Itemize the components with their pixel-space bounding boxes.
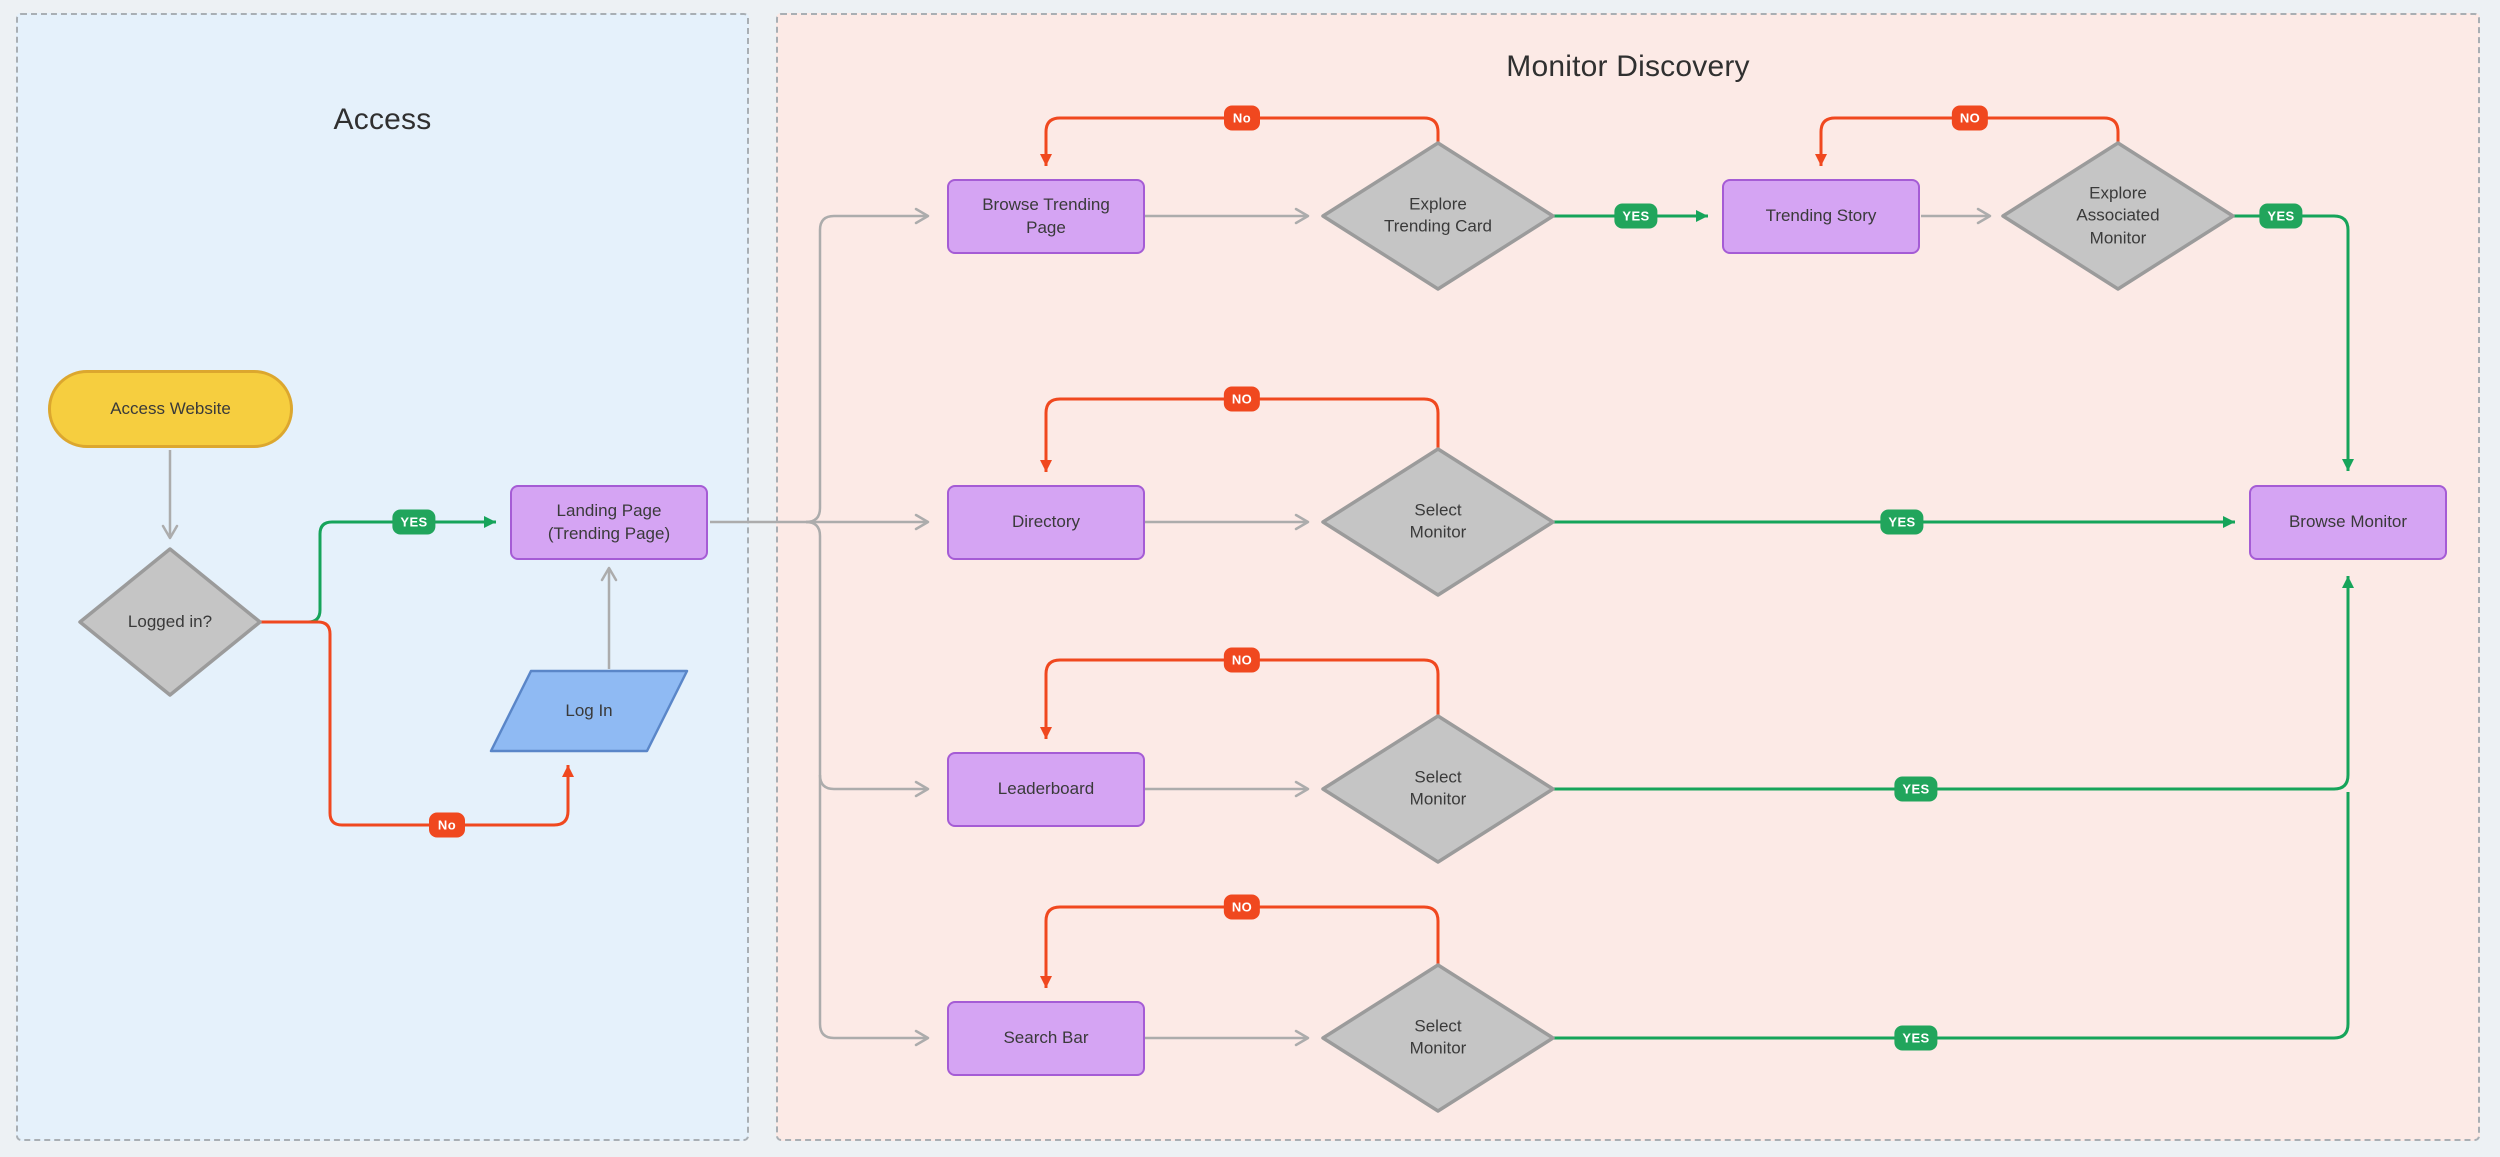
- badge-directory-yes[interactable]: YES: [1880, 509, 1924, 535]
- edge-landingpage-browsetrendingpage: [805, 207, 930, 524]
- select-monitor-leaderboard-diamond[interactable]: [1321, 714, 1555, 864]
- badge-leaderboard-no[interactable]: NO: [1223, 647, 1261, 673]
- select-monitor-search-label: Select Monitor: [1409, 1016, 1467, 1058]
- browse-monitor-node[interactable]: Browse Monitor: [2249, 485, 2447, 560]
- edge-landingpage-searchbar: [805, 520, 930, 1047]
- edge-exploreassociatedmonitor-yes-browsemonitor: [2233, 214, 2354, 471]
- decision-shapes: [78, 141, 2235, 1113]
- trending-story-node[interactable]: Trending Story: [1722, 179, 1920, 254]
- directory-node[interactable]: Directory: [947, 485, 1145, 560]
- edge-landingpage-leaderboard: [818, 774, 930, 798]
- badge-trending-no[interactable]: No: [1224, 105, 1260, 131]
- badge-trending-yes[interactable]: YES: [1614, 203, 1658, 229]
- edge-selectmonitor-yes-browsemonitor-bottom: [1553, 576, 2354, 791]
- logged-in-diamond[interactable]: [78, 547, 262, 697]
- badge-leaderboard-yes[interactable]: YES: [1894, 776, 1938, 802]
- search-bar-node[interactable]: Search Bar: [947, 1001, 1145, 1076]
- explore-associated-monitor-diamond[interactable]: [2001, 141, 2235, 291]
- select-monitor-leaderboard-label: Select Monitor: [1409, 767, 1467, 809]
- badge-search-yes[interactable]: YES: [1894, 1025, 1938, 1051]
- badge-access-yes[interactable]: YES: [392, 509, 436, 535]
- badge-directory-no[interactable]: NO: [1223, 386, 1261, 412]
- edge-selectmonitor-yes-merge: [1553, 792, 2350, 1040]
- explore-trending-card-label: Explore Trending Card: [1383, 194, 1493, 236]
- log-in-label: Log In: [565, 700, 613, 720]
- badge-story-yes[interactable]: YES: [2259, 203, 2303, 229]
- explore-associated-monitor-label: Explore Associated Monitor: [2076, 183, 2160, 248]
- badge-access-no[interactable]: No: [429, 812, 465, 838]
- access-panel-title: Access: [333, 103, 432, 136]
- select-monitor-search-diamond[interactable]: [1321, 963, 1555, 1113]
- landing-page-node[interactable]: Landing Page (Trending Page): [510, 485, 708, 560]
- select-monitor-directory-diamond[interactable]: [1321, 447, 1555, 597]
- edge-loggedin-no-login: [261, 620, 574, 827]
- badge-story-no[interactable]: NO: [1951, 105, 1989, 131]
- access-website-node[interactable]: Access Website: [48, 370, 293, 448]
- leaderboard-node[interactable]: Leaderboard: [947, 752, 1145, 827]
- explore-trending-card-diamond[interactable]: [1321, 141, 1555, 291]
- badge-search-no[interactable]: NO: [1223, 894, 1261, 920]
- gray-connectors: [161, 207, 1992, 1047]
- yes-connectors: [261, 210, 2354, 1040]
- logged-in-label: Logged in?: [127, 611, 213, 631]
- select-monitor-directory-label: Select Monitor: [1409, 500, 1467, 542]
- edge-loggedin-yes-landingpage: [261, 516, 496, 624]
- monitor-discovery-panel-title: Monitor Discovery: [1506, 50, 1750, 83]
- browse-trending-page-node[interactable]: Browse Trending Page: [947, 179, 1145, 254]
- log-in-parallelogram[interactable]: [489, 669, 689, 753]
